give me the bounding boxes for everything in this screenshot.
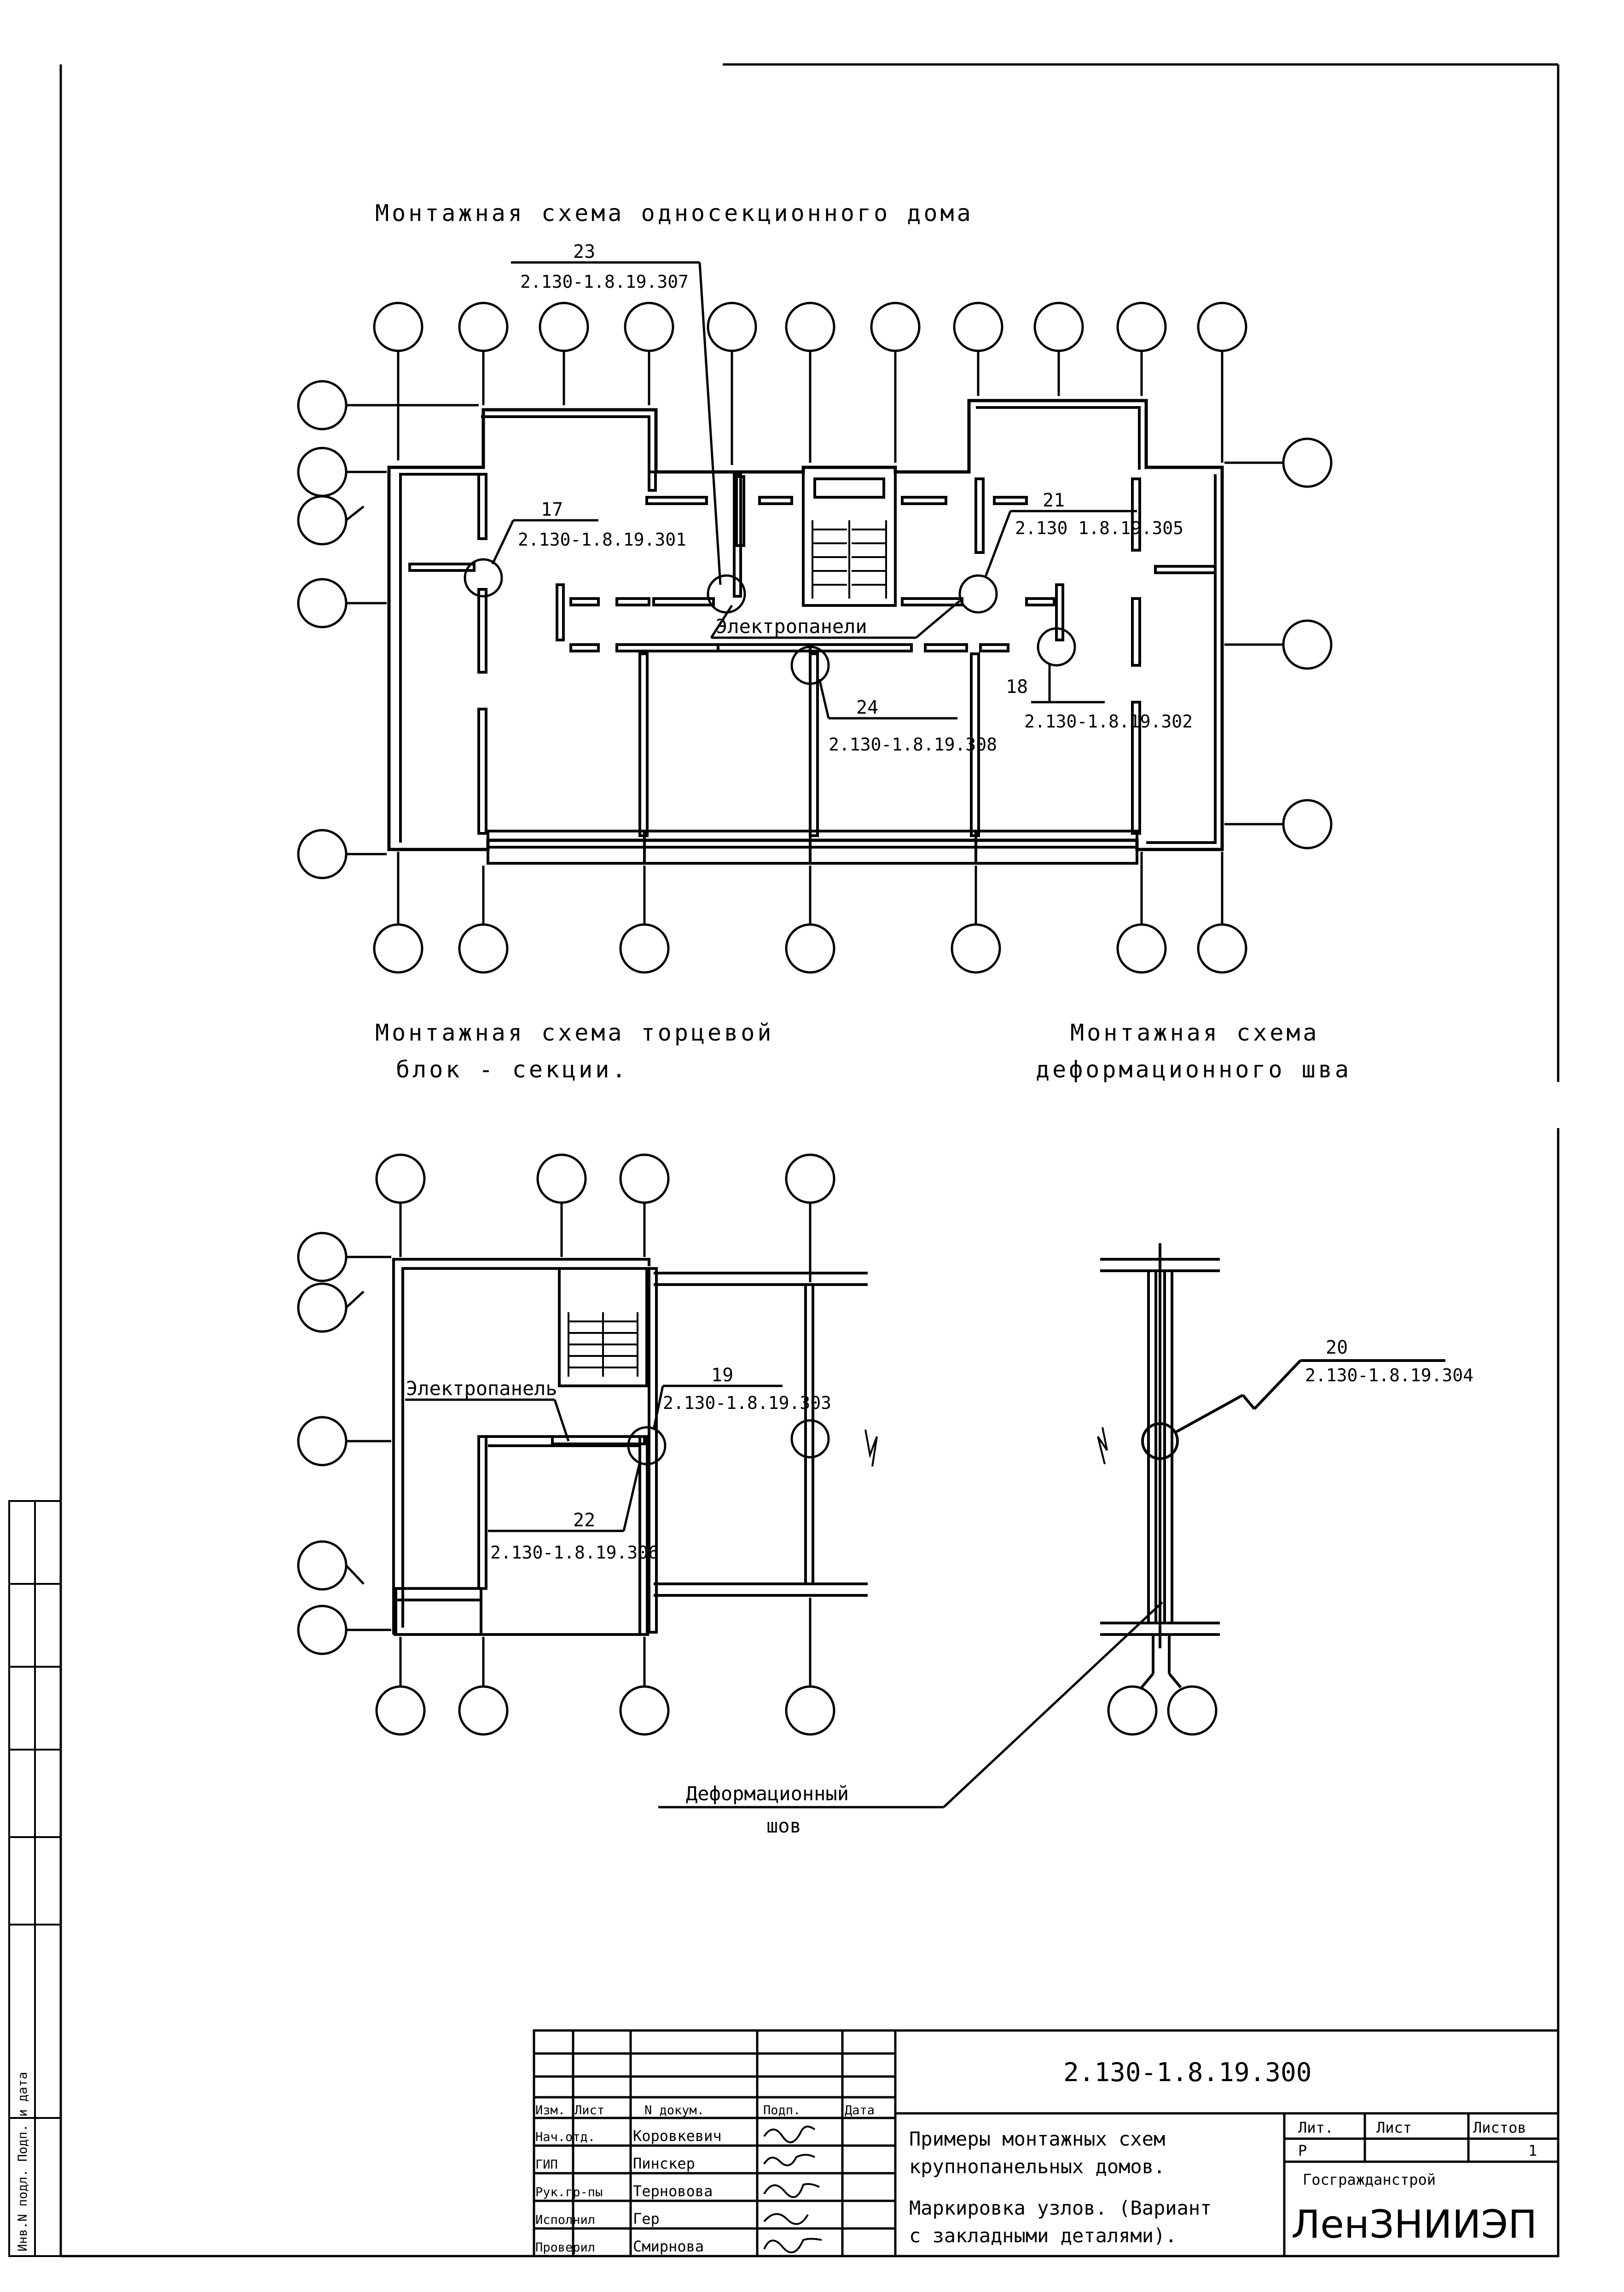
header-list: Лист — [574, 2103, 604, 2117]
axis-markers-end-bottom — [375, 1598, 835, 1736]
end-section-title-line1: Монтажная схема торцевой — [375, 1019, 774, 1046]
role-2: ГИП — [535, 2158, 558, 2172]
node-24-number: 24 — [856, 697, 878, 718]
description-line4: с закладными деталями). — [909, 2224, 1177, 2247]
electro-panel-label: Электропанель — [406, 1377, 557, 1400]
end-section-plan — [392, 1258, 868, 1636]
joint-scheme-title-line1: Монтажная схема — [1070, 1019, 1320, 1046]
header-date: Дата — [845, 2103, 875, 2117]
role-1: Нач.отд. — [535, 2130, 595, 2144]
node-24-code: 2.130-1.8.19.308 — [829, 734, 997, 755]
name-1: Коровкевич — [633, 2127, 722, 2145]
axis-markers-main-left — [297, 380, 479, 879]
header-sign: Подп. — [763, 2103, 800, 2117]
axis-marker-joint-right — [1167, 1685, 1218, 1736]
main-plan — [387, 399, 1224, 865]
description-line2: крупнопанельных домов. — [909, 2155, 1165, 2178]
axis-marker-joint-left — [1107, 1685, 1158, 1736]
signatures — [763, 2125, 822, 2253]
end-section-title-line2: блок - секции. — [396, 1056, 628, 1083]
org-line1: Госгражданстрой — [1303, 2171, 1436, 2188]
deformation-joint-leader — [658, 1601, 1163, 1809]
role-4: Исполнил — [535, 2213, 595, 2227]
node-20-code: 2.130-1.8.19.304 — [1305, 1365, 1473, 1385]
node-22-code: 2.130-1.8.19.306 — [490, 1542, 659, 1563]
sheet-label: Лист — [1376, 2119, 1412, 2136]
org-line2: ЛенЗНИИЭП — [1291, 2202, 1537, 2247]
axis-markers-end-left — [297, 1232, 391, 1655]
side-stamp-text: Инв.N подл. Подп. и дата — [16, 2072, 30, 2251]
node-19-code: 2.130-1.8.19.303 — [663, 1393, 831, 1413]
name-3: Терновова — [633, 2182, 713, 2200]
header-doc: N докум. — [644, 2103, 704, 2117]
node-22-number: 22 — [573, 1510, 595, 1531]
node-20-number: 20 — [1326, 1337, 1348, 1358]
electro-panels-label: Электропанели — [716, 615, 867, 638]
axis-markers-main-top — [373, 302, 1247, 465]
doc-code: 2.130-1.8.19.300 — [1063, 2058, 1311, 2088]
node-21-number: 21 — [1043, 490, 1065, 511]
description-line3: Маркировка узлов. (Вариант — [909, 2197, 1212, 2219]
deformation-joint-label-line2: шов — [766, 1815, 801, 1837]
node-callouts-main — [464, 261, 1137, 720]
node-19-number: 19 — [711, 1365, 733, 1386]
axis-markers-end-top — [375, 1153, 835, 1282]
node-callouts-end — [405, 1385, 830, 1532]
node-17-code: 2.130-1.8.19.301 — [518, 529, 686, 550]
axis-markers-main-bottom — [373, 852, 1247, 974]
node-23-code: 2.130-1.8.19.307 — [520, 272, 689, 292]
name-4: Гер — [633, 2210, 660, 2228]
sheets-label: Листов — [1473, 2119, 1526, 2136]
node-17-number: 17 — [541, 499, 563, 520]
deformation-joint-label-line1: Деформационный — [686, 1782, 849, 1805]
name-5: Смирнова — [633, 2238, 704, 2255]
description-line1: Примеры монтажных схем — [909, 2128, 1165, 2150]
header-izm: Изм. — [535, 2103, 565, 2117]
axis-markers-main-right — [1224, 437, 1333, 849]
name-2: Пинскер — [633, 2155, 695, 2172]
role-5: Проверил — [535, 2240, 595, 2255]
role-3: Рук.гр-пы — [535, 2185, 603, 2199]
joint-plan — [1100, 1243, 1445, 1688]
node-18-code: 2.130-1.8.19.302 — [1024, 711, 1193, 732]
lit-value: Р — [1298, 2142, 1307, 2159]
node-23-number: 23 — [573, 241, 595, 262]
node-18-number: 18 — [1006, 676, 1028, 698]
lit-label: Лит. — [1298, 2119, 1334, 2136]
title-block-text: 2.130-1.8.19.300 Изм. Лист N докум. Подп… — [535, 2058, 1537, 2255]
joint-scheme-title-line2: деформационного шва — [1036, 1056, 1351, 1083]
node-21-code: 2.130 1.8.19.305 — [1015, 518, 1183, 538]
title-block — [533, 2029, 1560, 2257]
sheets-value: 1 — [1528, 2142, 1537, 2159]
main-scheme-title: Монтажная схема односекционного дома — [375, 200, 974, 227]
side-stamp — [8, 1500, 62, 2257]
